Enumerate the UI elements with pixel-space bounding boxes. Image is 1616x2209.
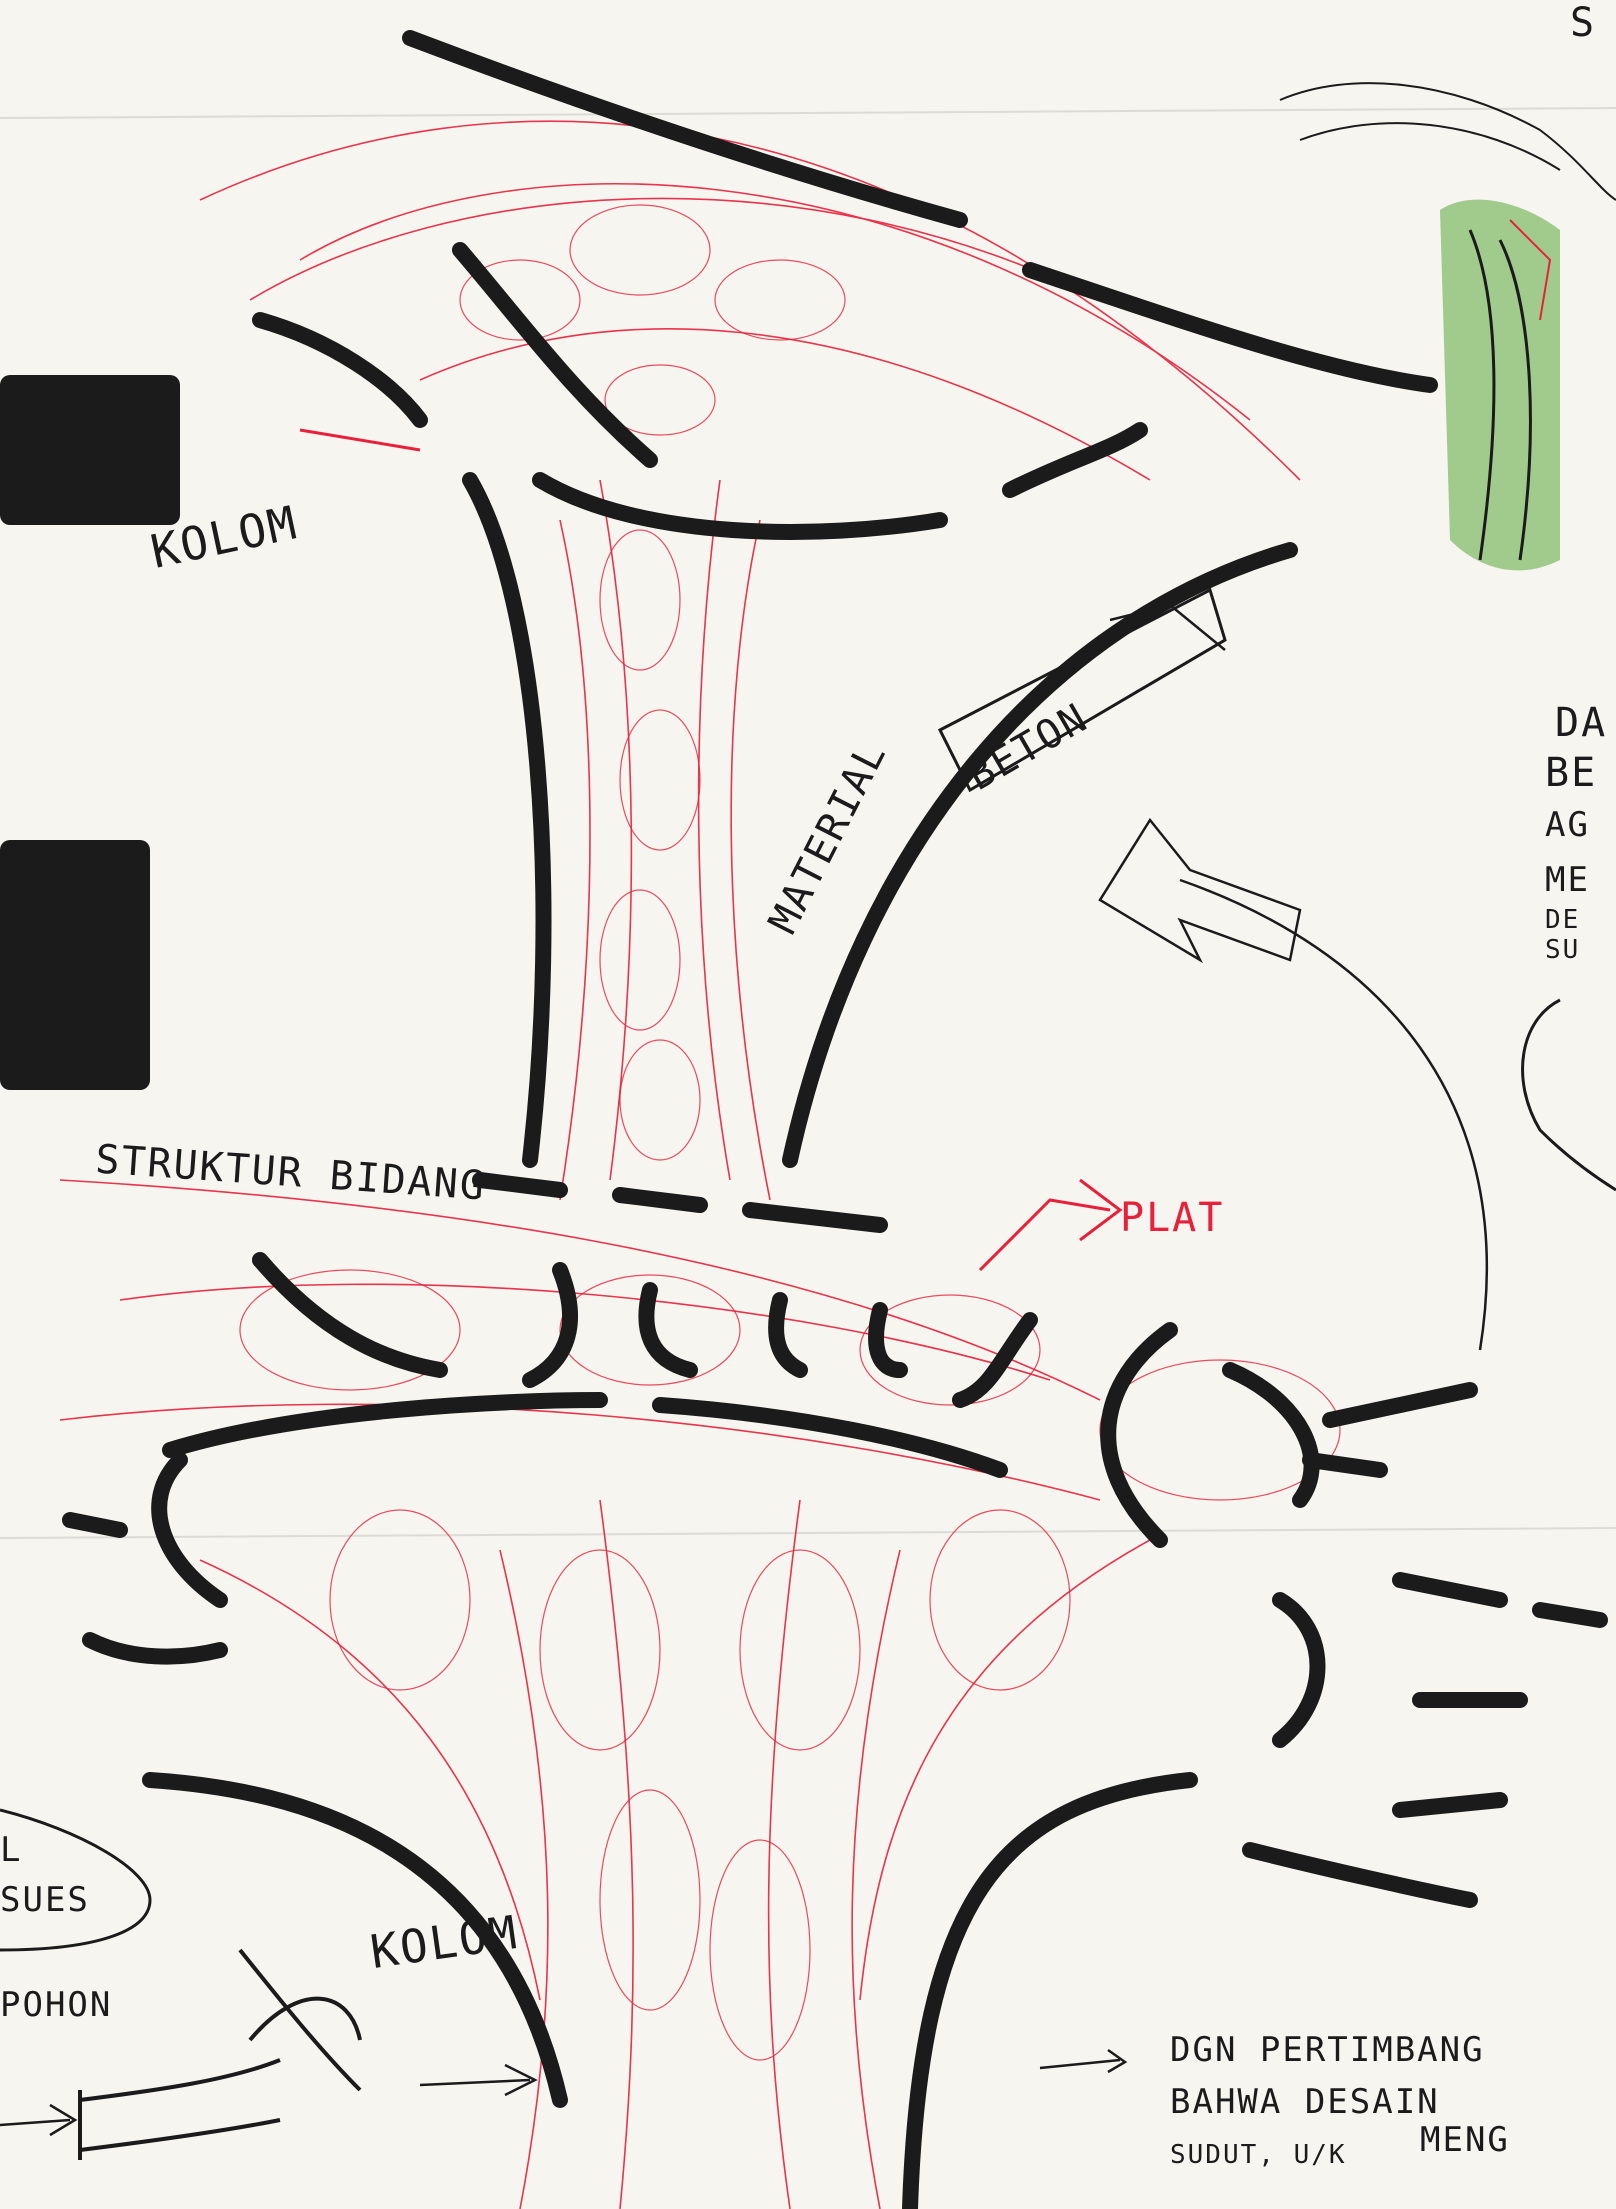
right-text-da: DA — [1555, 700, 1607, 746]
black-marker-outlines — [70, 38, 1600, 2209]
label-pohon: POHON — [0, 1985, 112, 2025]
left-black-blocks — [0, 375, 180, 1090]
thin-ink-arrows — [0, 605, 1487, 2135]
label-plat: PLAT — [1120, 1195, 1224, 1241]
right-text-ag: AG — [1545, 805, 1590, 845]
shell-sketch — [1523, 1000, 1616, 1190]
bubble-text-sues: SUES — [0, 1880, 90, 1920]
bubble-text-l: L — [0, 1830, 22, 1870]
red-arrows — [300, 430, 1120, 1270]
note-line-1: DGN PERTIMBANG — [1170, 2030, 1485, 2070]
note-line-3b: MENG — [1420, 2120, 1510, 2160]
top-right-text-s: S — [1570, 0, 1596, 46]
note-line-2: BAHWA DESAIN — [1170, 2082, 1440, 2122]
note-line-3: SUDUT, U/K — [1170, 2140, 1347, 2170]
right-text-be: BE — [1545, 750, 1597, 796]
right-text-de: DE — [1545, 905, 1580, 935]
right-text-me: ME — [1545, 860, 1590, 900]
green-tree-sketch — [1280, 83, 1616, 570]
right-text-su: SU — [1545, 935, 1580, 965]
small-tree-sketch — [80, 1950, 360, 2160]
